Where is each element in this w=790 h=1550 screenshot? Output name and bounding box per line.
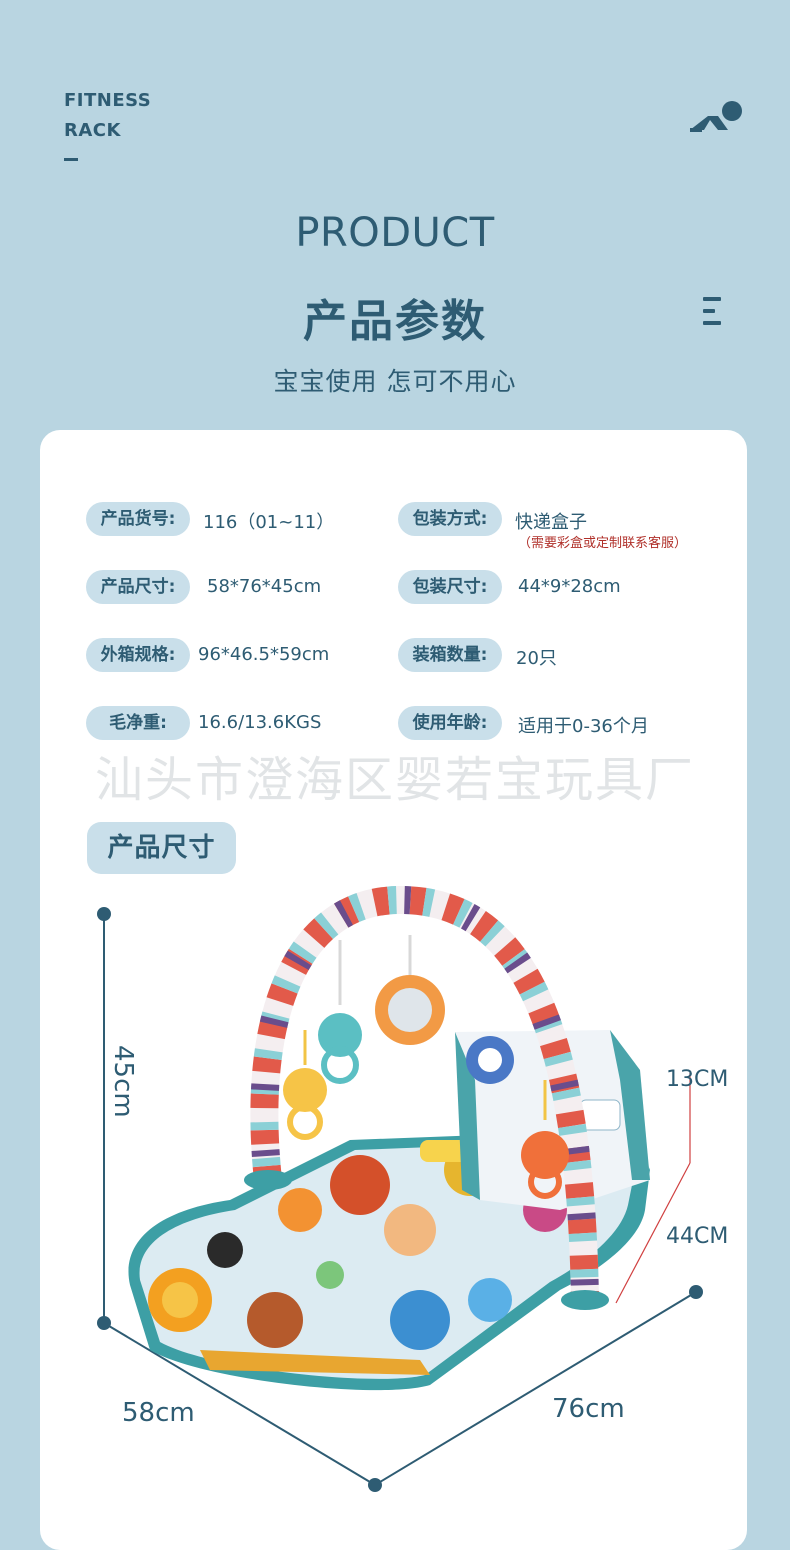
hanging-toys <box>283 935 569 1199</box>
section-title-size: 产品尺寸 <box>87 822 236 874</box>
dimension-label-height: 45cm <box>108 1045 138 1118</box>
page-subtitle: 宝宝使用 怎可不用心 <box>273 367 517 396</box>
spec-label-package-size: 包装尺寸: <box>398 570 502 604</box>
dimension-label-panel-height: 13CM <box>666 1067 729 1092</box>
spec-value-item-no: 116（01~11） <box>203 512 335 533</box>
dimension-lines <box>103 914 697 1486</box>
product-illustration <box>97 885 703 1492</box>
spec-value-product-size: 58*76*45cm <box>207 576 322 597</box>
spec-value-carton: 96*46.5*59cm <box>198 644 330 665</box>
spec-label-product-size: 产品尺寸: <box>86 570 190 604</box>
spec-note-packing: （需要彩盒或定制联系客服） <box>518 536 688 551</box>
spec-label-age: 使用年龄: <box>398 706 502 740</box>
spec-value-package-size: 44*9*28cm <box>518 576 621 597</box>
spec-value-packing: 快递盒子 <box>515 512 587 533</box>
brand-text-fitness: FITNESS <box>64 90 152 111</box>
spec-label-weight: 毛净重: <box>86 706 190 740</box>
spec-value-weight: 16.6/13.6KGS <box>198 712 322 733</box>
spec-label-carton: 外箱规格: <box>86 638 190 672</box>
dimension-label-width: 76cm <box>552 1394 625 1424</box>
brand-text-rack: RACK <box>64 120 121 141</box>
page-title-cn: 产品参数 <box>303 296 487 347</box>
spec-value-quantity: 20只 <box>516 648 557 669</box>
panel-dimension-lines <box>615 1073 691 1304</box>
watermark: 汕头市澄海区婴若宝玩具厂 <box>94 752 695 808</box>
spec-label-quantity: 装箱数量: <box>398 638 502 672</box>
page-title-en: PRODUCT <box>295 210 495 256</box>
dimension-label-depth: 58cm <box>122 1398 195 1428</box>
baby-crawl-logo-icon <box>690 101 742 132</box>
spec-label-packing: 包装方式: <box>398 502 502 536</box>
dimension-label-panel-width: 44CM <box>666 1224 729 1249</box>
menu-icon <box>703 297 721 325</box>
spec-label-item-no: 产品货号: <box>86 502 190 536</box>
dimension-dots <box>97 907 703 1492</box>
spec-value-age: 适用于0-36个月 <box>518 716 649 737</box>
brand-dash <box>64 158 78 161</box>
